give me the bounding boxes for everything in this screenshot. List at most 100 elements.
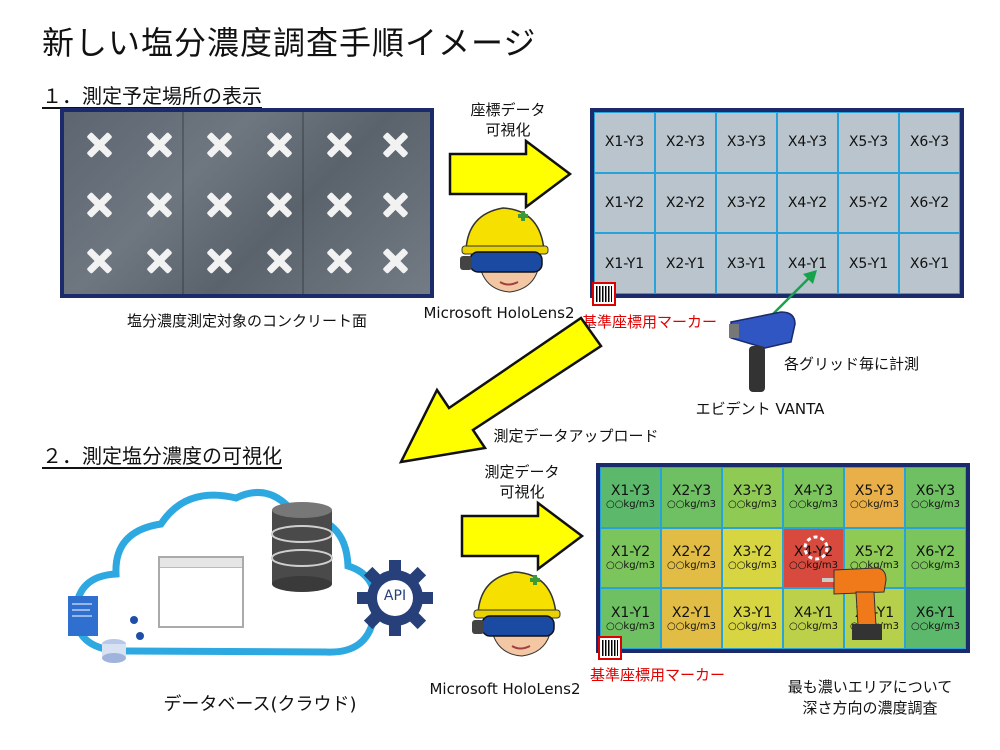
x-mark-icon [146, 132, 172, 158]
grid-cell: X4-Y2 [777, 172, 838, 234]
heat-cell: X6-Y3○○kg/m3 [905, 467, 966, 528]
grid-cell: X5-Y2 [838, 172, 899, 234]
heat-cell: X5-Y3○○kg/m3 [844, 467, 905, 528]
marker-caption-1: 基準座標用マーカー [582, 313, 718, 331]
x-mark-icon [86, 248, 112, 274]
heat-cell: X1-Y3○○kg/m3 [600, 467, 661, 528]
heat-cell: X3-Y2○○kg/m3 [722, 527, 783, 589]
heat-cell-value: ○○kg/m3 [910, 620, 961, 632]
heat-cell-value: ○○kg/m3 [788, 620, 839, 632]
heat-cell-value: ○○kg/m3 [666, 620, 717, 632]
api-gear-icon [357, 560, 433, 636]
heat-cell-label: X5-Y3 [854, 483, 895, 500]
heat-cell: X2-Y1○○kg/m3 [661, 588, 722, 649]
x-mark-icon [326, 192, 352, 218]
qr-marker-icon [592, 282, 616, 306]
grid-cell: X6-Y3 [899, 112, 960, 173]
heat-cell: X3-Y3○○kg/m3 [722, 467, 783, 528]
grid-cell: X3-Y1 [716, 233, 777, 294]
x-mark-icon [266, 132, 292, 158]
api-label: API [383, 588, 407, 604]
hololens-worker-icon [460, 207, 549, 293]
heat-cell: X6-Y2○○kg/m3 [905, 527, 966, 589]
x-mark-icon [206, 248, 232, 274]
qr-marker-icon-2 [598, 636, 622, 660]
right-arrow-icon-2 [460, 500, 585, 572]
grid-cell: X4-Y1 [777, 233, 838, 294]
section-2-heading: ２．測定塩分濃度の可視化 [42, 444, 282, 468]
heat-cell-value: ○○kg/m3 [666, 499, 717, 511]
heat-cell-label: X3-Y2 [732, 543, 773, 560]
heat-cell: X4-Y3○○kg/m3 [783, 467, 844, 528]
heat-cell-value: ○○kg/m3 [605, 559, 656, 571]
upload-caption: 測定データアップロード [493, 427, 659, 445]
server-stack-icon [68, 596, 144, 663]
x-mark-icon [206, 132, 232, 158]
grid-cell: X6-Y1 [899, 233, 960, 294]
heat-cell-label: X1-Y1 [610, 604, 651, 621]
x-mark-icon [382, 132, 408, 158]
grid-cell: X1-Y2 [594, 172, 655, 234]
heat-cell-label: X6-Y1 [915, 604, 956, 621]
heat-cell-value: ○○kg/m3 [605, 620, 656, 632]
concrete-caption: 塩分濃度測定対象のコンクリート面 [126, 312, 367, 330]
heat-cell-label: X3-Y3 [732, 483, 773, 500]
heat-cell-label: X5-Y2 [854, 543, 895, 560]
heat-cell: X2-Y2○○kg/m3 [661, 527, 722, 589]
heat-cell-value: ○○kg/m3 [727, 499, 778, 511]
x-mark-icon [146, 248, 172, 274]
database-icon [271, 502, 333, 592]
x-mark-icon [206, 192, 232, 218]
heat-cell: X4-Y1○○kg/m3 [783, 588, 844, 649]
heat-cell: X2-Y3○○kg/m3 [661, 467, 722, 528]
heat-cell-label: X4-Y1 [793, 604, 834, 621]
heat-cell-label: X1-Y2 [610, 543, 651, 560]
heat-cell-value: ○○kg/m3 [788, 499, 839, 511]
heat-cell-value: ○○kg/m3 [910, 499, 961, 511]
x-mark-icon [326, 132, 352, 158]
hololens-caption-2: Microsoft HoloLens2 [429, 680, 581, 698]
x-mark-icon [86, 192, 112, 218]
grid-cell: X5-Y1 [838, 233, 899, 294]
heat-cell-value: ○○kg/m3 [910, 559, 961, 571]
hololens-caption-1: Microsoft HoloLens2 [423, 304, 575, 322]
x-mark-icon [146, 192, 172, 218]
drill-target-icon [803, 535, 829, 561]
x-mark-icon [326, 248, 352, 274]
page-title: 新しい塩分濃度調査手順イメージ [42, 24, 537, 62]
heat-cell-value: ○○kg/m3 [605, 499, 656, 511]
database-caption: データベース(クラウド) [163, 694, 357, 715]
right-arrow-icon [448, 138, 573, 210]
grid-cell: X2-Y1 [655, 233, 716, 294]
concrete-surface-photo [60, 108, 434, 298]
heat-cell-value: ○○kg/m3 [849, 499, 900, 511]
heat-cell-label: X6-Y2 [915, 543, 956, 560]
upload-arrow-icon [398, 316, 603, 464]
hololens-worker-icon-2 [472, 571, 561, 657]
section-1-heading: １．測定予定場所の表示 [42, 84, 262, 108]
survey-note: 最も濃いエリアについて深さ方向の濃度調査 [787, 678, 953, 717]
grid-cell: X3-Y2 [716, 172, 777, 234]
heat-cell: X4-Y2○○kg/m3 [783, 527, 844, 589]
heat-cell-label: X6-Y3 [915, 483, 956, 500]
grid-cell: X1-Y1 [594, 233, 655, 294]
grid-measure-caption: 各グリッド毎に計測 [784, 355, 920, 373]
grid-cell: X2-Y3 [655, 112, 716, 173]
heat-cell-label: X3-Y1 [732, 604, 773, 621]
heat-cell-label: X2-Y1 [671, 604, 712, 621]
heat-cell-value: ○○kg/m3 [788, 559, 839, 571]
heat-cell-value: ○○kg/m3 [666, 559, 717, 571]
grid-cell: X5-Y3 [838, 112, 899, 173]
heat-cell-label: X1-Y3 [610, 483, 651, 500]
x-mark-icon [382, 192, 408, 218]
heat-cell: X6-Y1○○kg/m3 [905, 588, 966, 649]
heat-cell: X3-Y1○○kg/m3 [722, 588, 783, 649]
grid-cell: X3-Y3 [716, 112, 777, 173]
x-mark-icon [266, 192, 292, 218]
heat-cell: X1-Y2○○kg/m3 [600, 527, 661, 589]
arrow2-label: 測定データ可視化 [484, 463, 560, 501]
xrf-analyzer-icon [729, 311, 796, 392]
x-mark-icon [86, 132, 112, 158]
